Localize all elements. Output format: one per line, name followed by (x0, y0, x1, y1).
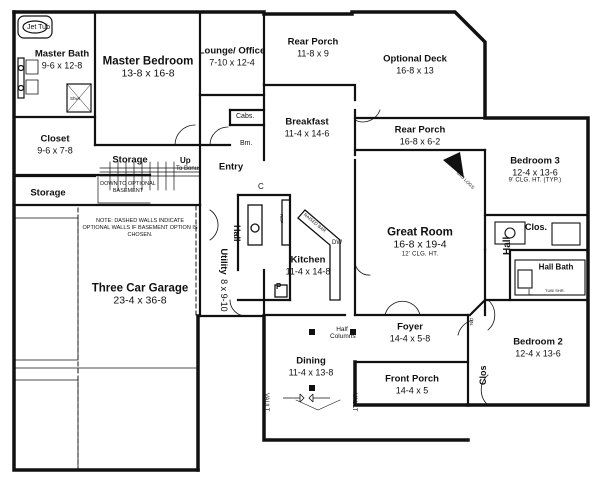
vault-left-label: VAULT (263, 393, 269, 412)
room-name: Utility (217, 248, 229, 275)
room-master-bath: Master Bath 9-6 x 12-8 (34, 48, 90, 71)
cabinets-label: Cabs. (236, 113, 255, 120)
room-dims: 23-4 x 36-8 (113, 294, 167, 307)
room-name: Bedroom 3 (510, 155, 560, 167)
room-name: Rear Porch (394, 124, 446, 136)
room-dims: 9-6 x 12-8 (41, 60, 83, 71)
room-name: Storage (30, 187, 66, 199)
room-name: Front Porch (385, 373, 439, 385)
room-name: Three Car Garage (91, 282, 189, 295)
room-name: Rear Porch (287, 36, 339, 48)
room-storage-left: Storage (30, 187, 66, 200)
room-name: Bedroom 2 (513, 336, 563, 348)
room-rear-porch-top: Rear Porch 11-8 x 9 (287, 36, 339, 59)
closet-c-label: C (258, 182, 264, 191)
room-name: Master Bedroom (102, 55, 194, 68)
hall-right-label: Hall (502, 236, 513, 255)
room-name: Storage (112, 154, 148, 166)
room-dims: 13-8 x 16-8 (121, 67, 175, 80)
ceiling-note: 9' CLG. HT. (TYP.) (508, 176, 562, 183)
room-entry: Entry (218, 161, 244, 174)
tub-shower-label: TUB/ SHR. (545, 288, 565, 293)
garage-note: NOTE: DASHED WALLS INDICATE OPTIONAL WAL… (82, 218, 198, 238)
hall-left-label: Hall (232, 225, 242, 242)
bm-label: Bm. (240, 140, 253, 147)
room-foyer: Foyer 14-4 x 5-8 (389, 321, 431, 344)
room-breakfast: Breakfast 11-4 x 14-6 (284, 116, 330, 139)
basement-stair-note: DOWN TO OPTIONAL BASEMENT (100, 181, 156, 194)
room-front-porch: Front Porch 14-4 x 5 (385, 373, 439, 396)
room-closet: Closet 9-6 x 7-8 (37, 133, 73, 156)
room-dims: 14-4 x 5-8 (389, 333, 431, 344)
room-lounge-office: Lounge/ Office 7-10 x 12-4 (198, 45, 266, 68)
room-name: Optional Deck (383, 53, 447, 65)
room-three-car-garage: Three Car Garage 23-4 x 36-8 (92, 283, 189, 308)
room-dims: 16-8 x 19-4 (393, 238, 447, 251)
room-rear-porch-right: Rear Porch 16-8 x 6-2 (394, 124, 446, 147)
refrigerator-label: REF (279, 214, 284, 223)
linen-label: LIN. (469, 318, 474, 327)
dishwasher-label: DW (332, 240, 342, 246)
room-dims: 16-8 x 13 (396, 65, 434, 76)
room-utility: Utility 8 x 9-10 (216, 248, 234, 311)
room-name: Great Room (387, 226, 453, 239)
room-great-room: Great Room 16-8 x 19-4 12' CLG. HT. (387, 226, 453, 257)
half-columns-label: Half Columns (330, 326, 356, 341)
to-bonus-label: To Bonus (176, 166, 202, 172)
room-dims: 9-6 x 7-8 (37, 145, 73, 156)
room-name: Breakfast (285, 116, 329, 128)
room-dims: 7-10 x 12-4 (209, 57, 255, 68)
room-bedroom-3: Bedroom 3 12-4 x 13-6 9' CLG. HT. (TYP.) (509, 156, 562, 183)
room-master-bedroom: Master Bedroom 13-8 x 16-8 (103, 56, 194, 81)
room-dims: 11-4 x 14-6 (284, 128, 330, 139)
shower-label: Shwr (70, 96, 81, 101)
room-name: Foyer (397, 321, 423, 333)
stair-up-label: Up (180, 156, 191, 165)
room-name: Lounge/ Office (198, 45, 266, 57)
room-kitchen: Kitchen 11-4 x 14-8 (285, 254, 331, 277)
pantry-label: P (276, 282, 282, 291)
linen-l-label: L (528, 288, 533, 297)
room-dims: 11-4 x 13-8 (288, 367, 334, 378)
room-name: Master Bath (34, 48, 90, 60)
room-dims: 14-4 x 5 (395, 385, 429, 396)
room-dims: 11-4 x 14-8 (285, 266, 331, 277)
room-name: Kitchen (290, 254, 326, 266)
room-storage-upper: Storage (112, 154, 148, 167)
closet-lower-label: Clos (478, 365, 488, 385)
room-dims: 16-8 x 6-2 (399, 136, 441, 147)
ceiling-note: 12' CLG. HT. (401, 250, 439, 257)
vault-right-label: VAULT (351, 393, 357, 412)
room-dims: 12-4 x 13-6 (512, 166, 558, 177)
room-optional-deck: Optional Deck 16-8 x 13 (383, 53, 447, 76)
room-name: Hall Bath (538, 262, 574, 272)
room-hall-bath: Hall Bath (538, 262, 574, 273)
room-dims: 12-4 x 13-6 (515, 348, 561, 359)
closet-right-label: Clos. (525, 222, 548, 232)
room-dims: 8 x 9-10 (218, 279, 229, 312)
room-name: Entry (218, 161, 244, 173)
jet-tub-label: Jet Tub (27, 24, 50, 31)
room-dining: Dining 11-4 x 13-8 (288, 355, 334, 378)
room-dims: 11-8 x 9 (297, 48, 329, 59)
room-name: Dining (296, 355, 326, 367)
room-name: Closet (40, 133, 70, 145)
room-bedroom-2: Bedroom 2 12-4 x 13-6 (513, 336, 563, 359)
